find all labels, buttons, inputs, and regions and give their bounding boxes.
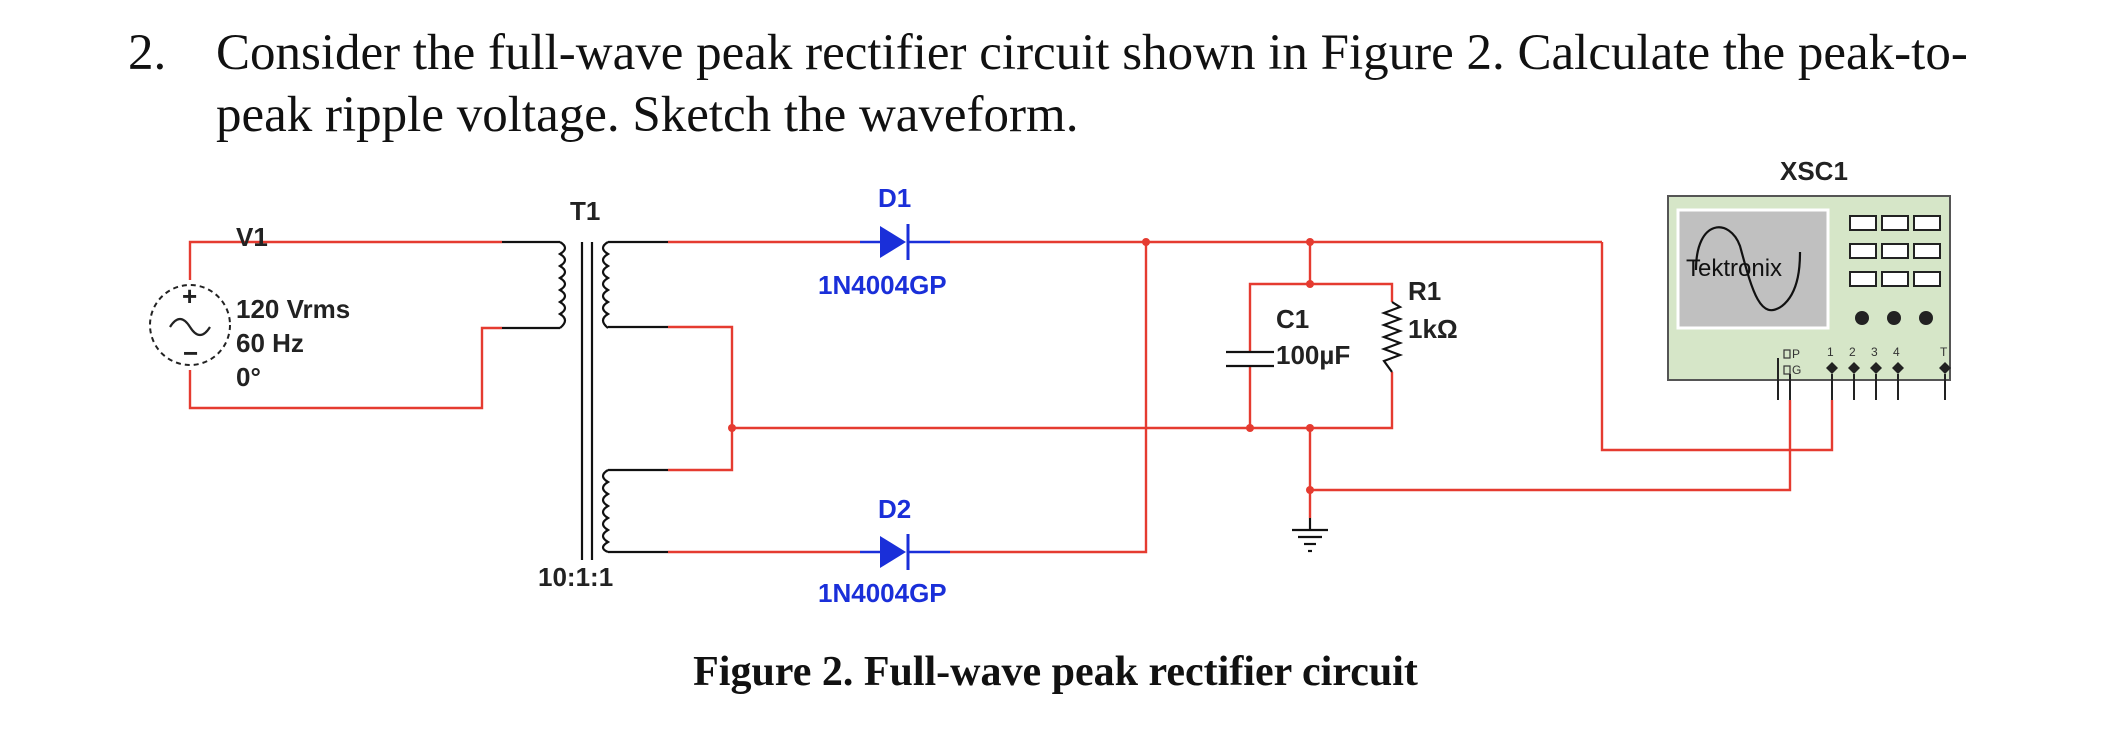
scope-ch3-label: 3	[1871, 345, 1878, 359]
v1-ref: V1	[236, 222, 268, 252]
xsc1-ref: XSC1	[1780, 156, 1848, 186]
wire-scope-g	[1310, 400, 1792, 492]
wire-scope-ch1	[1600, 242, 1834, 452]
source-plus: +	[182, 281, 197, 311]
c1-value: 100µF	[1276, 340, 1350, 370]
scope-waveform-icon	[1694, 226, 1802, 312]
wire-source-top	[188, 240, 502, 280]
wire-res-bot	[1310, 372, 1394, 430]
transformer-t1: T1 10:1:1	[502, 196, 668, 592]
question-text: Consider the full-wave peak rectifier ci…	[216, 25, 1968, 143]
c1-ref: C1	[1276, 304, 1309, 334]
wire-d2-return	[950, 242, 1148, 554]
v1-value-1: 120 Vrms	[236, 294, 350, 324]
r1-ref: R1	[1408, 276, 1441, 306]
capacitor-c1: C1 100µF	[1226, 304, 1350, 370]
d1-ref: D1	[878, 183, 911, 213]
scope-screen	[1676, 208, 1830, 330]
question-number: 2.	[128, 25, 167, 81]
diode-d1: D1 1N4004GP	[818, 183, 950, 300]
d1-part: 1N4004GP	[818, 270, 947, 300]
diode-d1-symbol	[880, 226, 906, 258]
scope-ch2-label: 2	[1849, 345, 1856, 359]
scope-trigger-label: T	[1940, 345, 1948, 359]
v1-value-2: 60 Hz	[236, 328, 304, 358]
ground-symbol	[1292, 518, 1328, 553]
source-minus: −	[183, 338, 198, 368]
wire-source-bottom	[188, 326, 502, 410]
source-v1: + − V1 120 Vrms 60 Hz 0°	[149, 222, 350, 392]
figure-caption: Figure 2. Full-wave peak rectifier circu…	[693, 649, 1418, 695]
resistor-r1: R1 1kΩ	[1380, 276, 1458, 373]
oscilloscope-xsc1: XSC1 Tektronix P G 1 2 3 4 T	[1667, 156, 1951, 400]
t1-ratio: 10:1:1	[538, 562, 613, 592]
diode-d2: D2 1N4004GP	[818, 494, 950, 608]
wire-cap-top	[1248, 282, 1394, 352]
v1-value-3: 0°	[236, 362, 261, 392]
secondary-coil-bottom	[601, 469, 611, 554]
resistor-zigzag	[1380, 301, 1404, 373]
scope-ch4-label: 4	[1893, 345, 1900, 359]
scope-buttons	[1849, 215, 1941, 287]
t1-ref: T1	[570, 196, 600, 226]
scope-pins	[1777, 358, 1946, 400]
d2-ref: D2	[878, 494, 911, 524]
d2-part: 1N4004GP	[818, 578, 947, 608]
ac-source-circle	[149, 284, 231, 366]
scope-knobs	[1855, 311, 1933, 325]
scope-ch1-label: 1	[1827, 345, 1834, 359]
scope-probe-g: G	[1792, 363, 1801, 377]
primary-coil	[557, 241, 567, 329]
diode-d2-symbol	[880, 536, 906, 568]
scope-probe-p: P	[1792, 347, 1800, 361]
scope-terminals	[1826, 362, 1951, 374]
secondary-coil-top	[601, 241, 611, 329]
sine-icon	[169, 317, 211, 337]
scope-brand: Tektronix	[1686, 255, 1782, 282]
junction-dots	[728, 238, 1314, 494]
r1-value: 1kΩ	[1408, 314, 1458, 344]
wire-centertap	[668, 325, 734, 472]
